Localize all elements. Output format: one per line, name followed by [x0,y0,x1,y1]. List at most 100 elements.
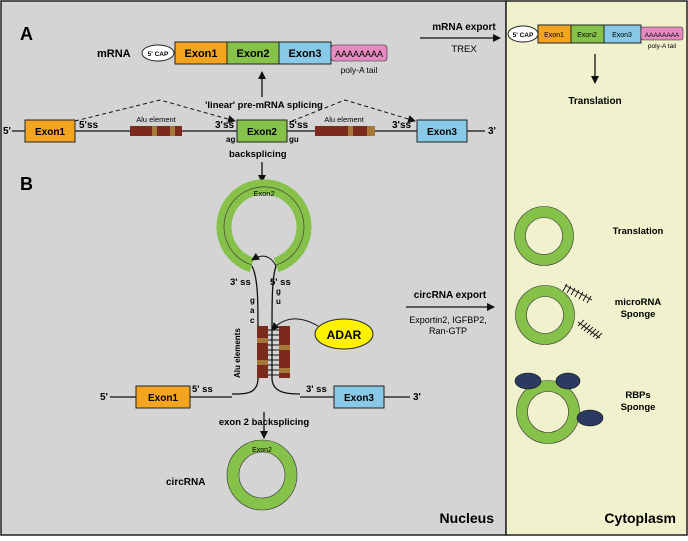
ring-outline [516,380,580,444]
premrna-3prime: 3' [488,126,496,137]
alu-elements-label: Alu elements [233,328,242,378]
cytoplasm-label: Cytoplasm [604,510,676,526]
premrna-ss3-right: 3'ss [392,120,412,131]
nt-g2: g [276,287,281,296]
circ-exon2-label: Exon2 [252,447,272,454]
nt-a1: a [250,306,255,315]
cyto-polya-tail-label: poly-A tail [648,43,677,50]
alu-element-1-label: Alu element [136,115,177,124]
backsplicing-label: backsplicing [229,149,287,160]
ligation-arrow [251,252,277,267]
circrna-label: circRNA [166,477,205,488]
cyto-polya-box [640,26,684,41]
mrna-polya-tail-label: poly-A tail [341,65,378,75]
nt-c1: c [250,316,255,325]
microrna-line1: microRNA [615,297,662,308]
b-exon1 [135,385,191,409]
alu-band [279,368,290,373]
cytoplasm-region [505,0,688,536]
mrna-export-label: mRNA export [432,22,496,33]
alu-band [367,126,375,136]
mrna-polya-seq: AAAAAAAA [335,49,383,59]
splice-connector-1 [74,99,236,123]
premrna-ss5-left: 5'ss [79,120,99,131]
lariat-ss3: 3' ss [230,277,251,288]
loop-exon2-label: Exon2 [253,189,274,198]
panel-a-label: A [20,24,33,44]
cyto-circ-translation [514,206,574,266]
exon2-loop-outline [223,186,305,266]
cyto-exon3-label: Exon3 [612,32,632,39]
b-5prime: 5' [100,392,108,403]
premrna-exon1-label: Exon1 [35,127,65,138]
nucleus-label: Nucleus [440,510,495,526]
mrna-polya-box [330,44,388,62]
nt-u2: u [276,297,281,306]
export-factors-line1: Exportin2, IGFBP2, [409,315,487,325]
rbp-icon-3 [576,409,604,427]
ring-outline [527,391,569,433]
b-exon3-label: Exon3 [344,393,374,404]
alu-left-strand [257,326,268,378]
alu-element-2 [315,126,375,136]
alu-band [279,345,290,350]
premrna-ag: ag [226,135,235,144]
lariat-ss5: 5' ss [270,277,291,288]
rbps-line1: RBPs [625,390,650,401]
premrna-exon3-label: Exon3 [427,127,457,138]
mrna-label: mRNA [97,48,131,60]
b-exon1-label: Exon1 [148,393,178,404]
b-ss3: 3' ss [306,384,327,395]
b-exon3 [333,385,385,409]
microrna-strand-1 [562,283,593,304]
cyto-cap-label: 5' CAP [513,32,534,39]
alu-element-2-label: Alu element [324,115,365,124]
premrna-exon3 [416,119,468,143]
linear-splicing-label: 'linear' pre-mRNA splicing [205,100,323,111]
alu-band [170,126,175,136]
circrna-ring-inner [238,451,286,499]
ring-outline [515,285,575,345]
rbps-line2: Sponge [621,402,656,413]
cyto-circ-rbp [516,380,580,444]
b-ss5: 5' ss [192,384,213,395]
cap-icon [141,44,175,62]
premrna-ss5-mid: 5'ss [289,120,309,131]
alu-band [257,360,268,365]
microrna-line2: Sponge [621,309,656,320]
adar-label: ADAR [327,328,362,342]
trex-label: TREX [451,44,477,55]
translation-top-label: Translation [568,96,621,107]
premrna-ss3-mid: 3'ss [215,120,235,131]
circrna-ring [227,440,297,510]
ring-outline [525,217,563,255]
premrna-gu: gu [289,135,299,144]
alu-band [152,126,157,136]
nt-g1: g [250,296,255,305]
cyto-exon1-label: Exon1 [544,32,564,39]
circrna-ring-outer [226,439,298,511]
export-factors-line2: Ran-GTP [429,326,467,336]
adar-oval [314,318,374,350]
rbp-icon-2 [555,372,581,390]
translation-circ-label: Translation [613,226,664,237]
alu-band [257,338,268,343]
mrna-exon1-label: Exon1 [184,48,217,60]
premrna-exon1 [24,119,76,143]
premrna-exon2-label: Exon2 [247,127,277,138]
rbp-icon-1 [514,372,542,390]
panel-b-label: B [20,174,33,194]
microrna-strand-2 [577,319,603,340]
circrna-export-label: circRNA export [414,290,487,301]
ring-outline [526,296,564,334]
adar-arrow [271,318,319,331]
mrna-cap-label: 5' CAP [148,51,169,58]
cyto-exon2-label: Exon2 [577,32,597,39]
cyto-polya-seq: AAAAAAAA [645,32,680,39]
mrna-exon2-label: Exon2 [236,48,269,60]
alu-band [348,126,353,136]
alu-right-strand [279,326,290,378]
cyto-circ-microrna [515,285,575,345]
premrna-5prime: 5' [3,126,11,137]
